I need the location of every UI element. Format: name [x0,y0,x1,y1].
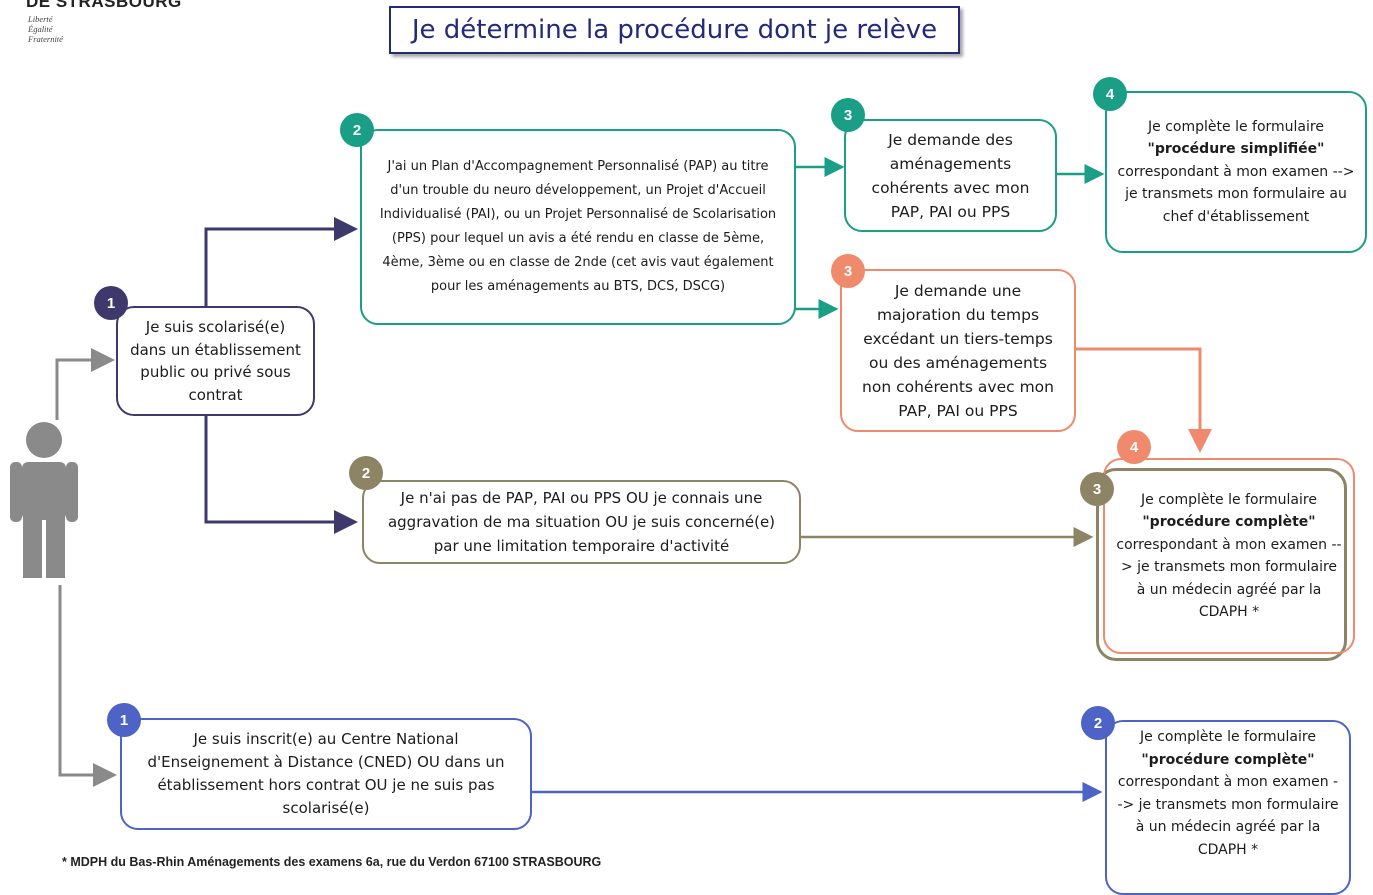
step-pas-de-pap-text: Je n'ai pas de PAP, PAI ou PPS OU je con… [387,489,776,555]
complete-a-bold: "procédure complète" [1142,514,1316,530]
connector-person-to-scolarise [55,348,115,420]
connector-scolarise-to-pas-de-pap [204,416,358,534]
step-procedure-complete-cned-badge: 2 [1081,706,1115,740]
complete-a-line2: correspondant à mon examen --> je transm… [1116,536,1342,621]
step-scolarise-text: Je suis scolarisé(e) dans un établisseme… [130,318,301,404]
step-procedure-complete-badge-4: 4 [1117,430,1151,464]
step-pap-text: J'ai un Plan d'Accompagnement Personnali… [379,159,777,294]
step-procedure-complete-cned: Je complète le formulaire "procédure com… [1105,720,1351,895]
step-procedure-complete: Je complète le formulaire "procédure com… [1103,458,1355,654]
step-complete-frame-olive [1096,468,1347,661]
connector-person-to-cned [58,585,117,787]
step-procedure-simplifiee-badge: 4 [1093,77,1127,111]
step-cned-text: Je suis inscrit(e) au Centre National d'… [147,730,505,817]
step-procedure-simplifiee: Je complète le formulaire "procédure sim… [1105,91,1367,253]
step-amenagements-coherents: Je demande des aménagements cohérents av… [844,119,1057,232]
page-title: Je détermine la procédure dont je relève [389,6,960,54]
step-pap-badge: 2 [340,113,374,147]
step-cned-badge: 1 [107,703,141,737]
connector-scolarise-to-pap [204,217,358,306]
complete-a-line1: Je complète le formulaire [1141,491,1317,508]
step-majoration-badge: 3 [831,254,865,288]
step-pas-de-pap: Je n'ai pas de PAP, PAI ou PPS OU je con… [362,480,801,564]
complete-b-bold: "procédure complète" [1141,751,1315,768]
step-amenagements-coherents-text: Je demande des aménagements cohérents av… [871,130,1030,221]
step-pas-de-pap-badge: 2 [349,456,383,490]
step-cned: Je suis inscrit(e) au Centre National d'… [120,718,532,830]
simplifiee-bold: "procédure simplifiée" [1147,141,1325,158]
complete-b-line2: correspondant à mon examen --> je transm… [1117,774,1339,858]
organization-name: DE STRASBOURG [26,0,182,11]
step-scolarise: Je suis scolarisé(e) dans un établisseme… [116,306,315,416]
connector-majoration-to-complete [1076,347,1212,453]
step-majoration-text: Je demande une majoration du temps excéd… [862,281,1054,420]
motto-fraternite: Fraternité [28,34,63,44]
step-majoration: Je demande une majoration du temps excéd… [840,269,1076,432]
simplifiee-line1: Je complète le formulaire [1148,118,1324,135]
person-silhouette-icon [10,422,78,578]
step-pap: J'ai un Plan d'Accompagnement Personnali… [360,129,796,325]
motto-liberte: Liberté [28,14,53,24]
step-amenagements-coherents-badge: 3 [831,98,865,132]
simplifiee-line2: correspondant à mon examen --> je transm… [1117,163,1355,225]
step-procedure-complete-badge-3: 3 [1080,472,1114,506]
footnote: * MDPH du Bas-Rhin Aménagements des exam… [62,855,602,869]
complete-b-line1: Je complète le formulaire [1140,729,1316,745]
motto-egalite: Égalité [28,24,53,34]
republic-motto: Liberté Égalité Fraternité [28,14,63,44]
step-scolarise-badge: 1 [94,286,128,320]
